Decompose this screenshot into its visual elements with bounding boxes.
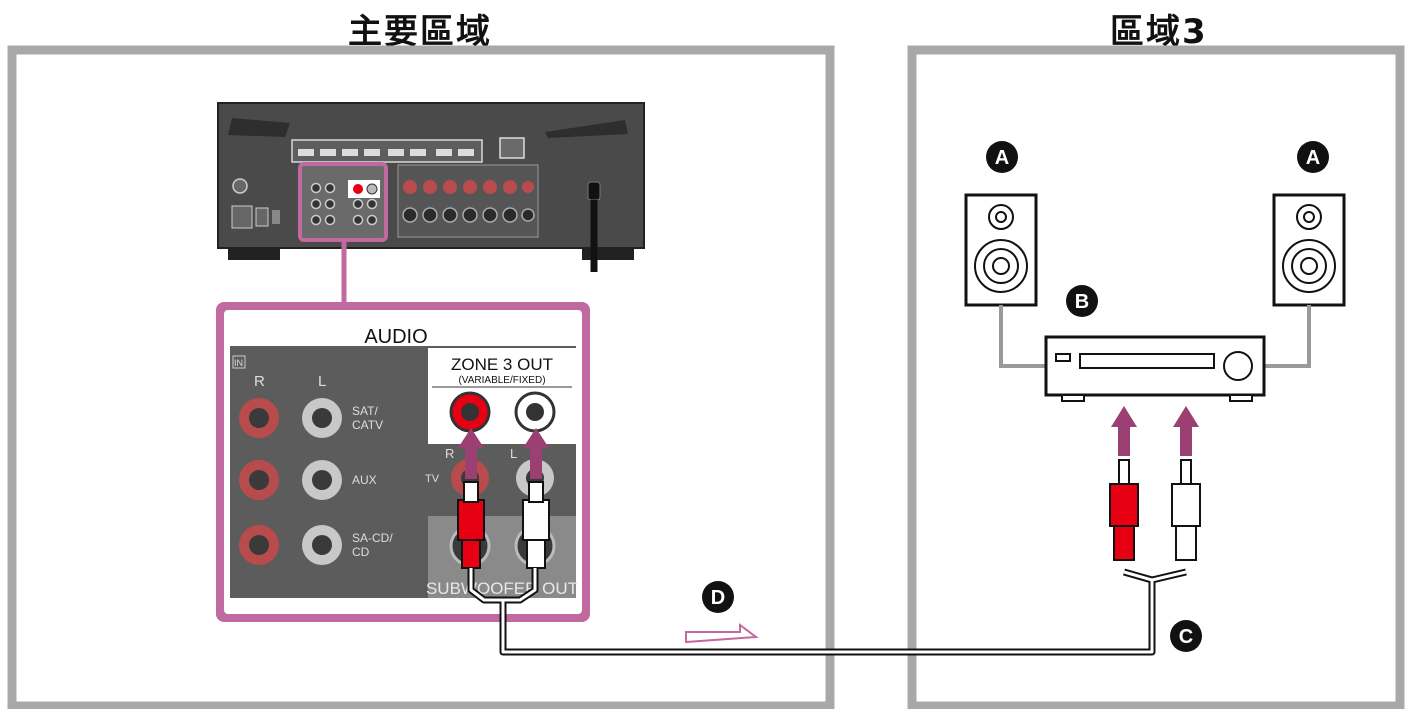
zone3-out-sublabel: (VARIABLE/FIXED) (458, 375, 545, 386)
zone3-arrows (1111, 406, 1199, 456)
row3-label-a: SA-CD/ (352, 531, 393, 545)
marker-c-label: C (1179, 626, 1193, 648)
speaker-right (1272, 193, 1346, 307)
main-zone-title: 主要區域 (348, 12, 492, 52)
marker-d-label: D (711, 587, 725, 609)
speaker-wire-right (1264, 305, 1311, 368)
zone3-plug-red (1109, 459, 1139, 561)
speaker-wire-left (999, 305, 1046, 368)
tv-label: TV (425, 473, 440, 485)
av-receiver-rear (217, 102, 645, 272)
speaker-left (964, 193, 1038, 307)
zone3-plug-white (1171, 459, 1201, 561)
tv-l-label: L (510, 446, 517, 461)
zone3-title: 區域3 (1110, 12, 1208, 52)
marker-b-label: B (1075, 291, 1089, 313)
marker-a-left (986, 141, 1018, 173)
tv-r-label: R (445, 446, 454, 461)
panel-plug-white (522, 481, 550, 569)
audio-panel-zoom: AUDIO IN R L SAT/ CATV AUX SA-CD/ CD ZON… (216, 302, 590, 622)
marker-a-right (1297, 141, 1329, 173)
marker-a-left-label: A (995, 147, 1009, 169)
row1-label-b: CATV (352, 418, 383, 432)
row3-label-b: CD (352, 545, 370, 559)
in-label: IN (234, 358, 243, 368)
row2-label: AUX (352, 473, 377, 487)
marker-c (1170, 620, 1202, 652)
marker-d (702, 581, 734, 613)
row1-label-a: SAT/ (352, 404, 378, 418)
input-jacks (239, 398, 342, 565)
zone3-frame (907, 45, 1405, 709)
marker-b (1066, 285, 1098, 317)
in-l-label: L (318, 373, 326, 390)
zone3-out-label: ZONE 3 OUT (451, 355, 553, 374)
panel-header: AUDIO (364, 326, 427, 348)
in-r-label: R (254, 373, 265, 390)
main-zone-frame (7, 45, 835, 709)
panel-arrows (458, 428, 549, 479)
direction-arrow (685, 623, 759, 644)
panel-plug-red (457, 481, 485, 569)
zone3-amplifier (1044, 335, 1266, 402)
marker-a-right-label: A (1306, 147, 1320, 169)
subwoofer-label: SUBWOOFER OUT (426, 579, 578, 598)
